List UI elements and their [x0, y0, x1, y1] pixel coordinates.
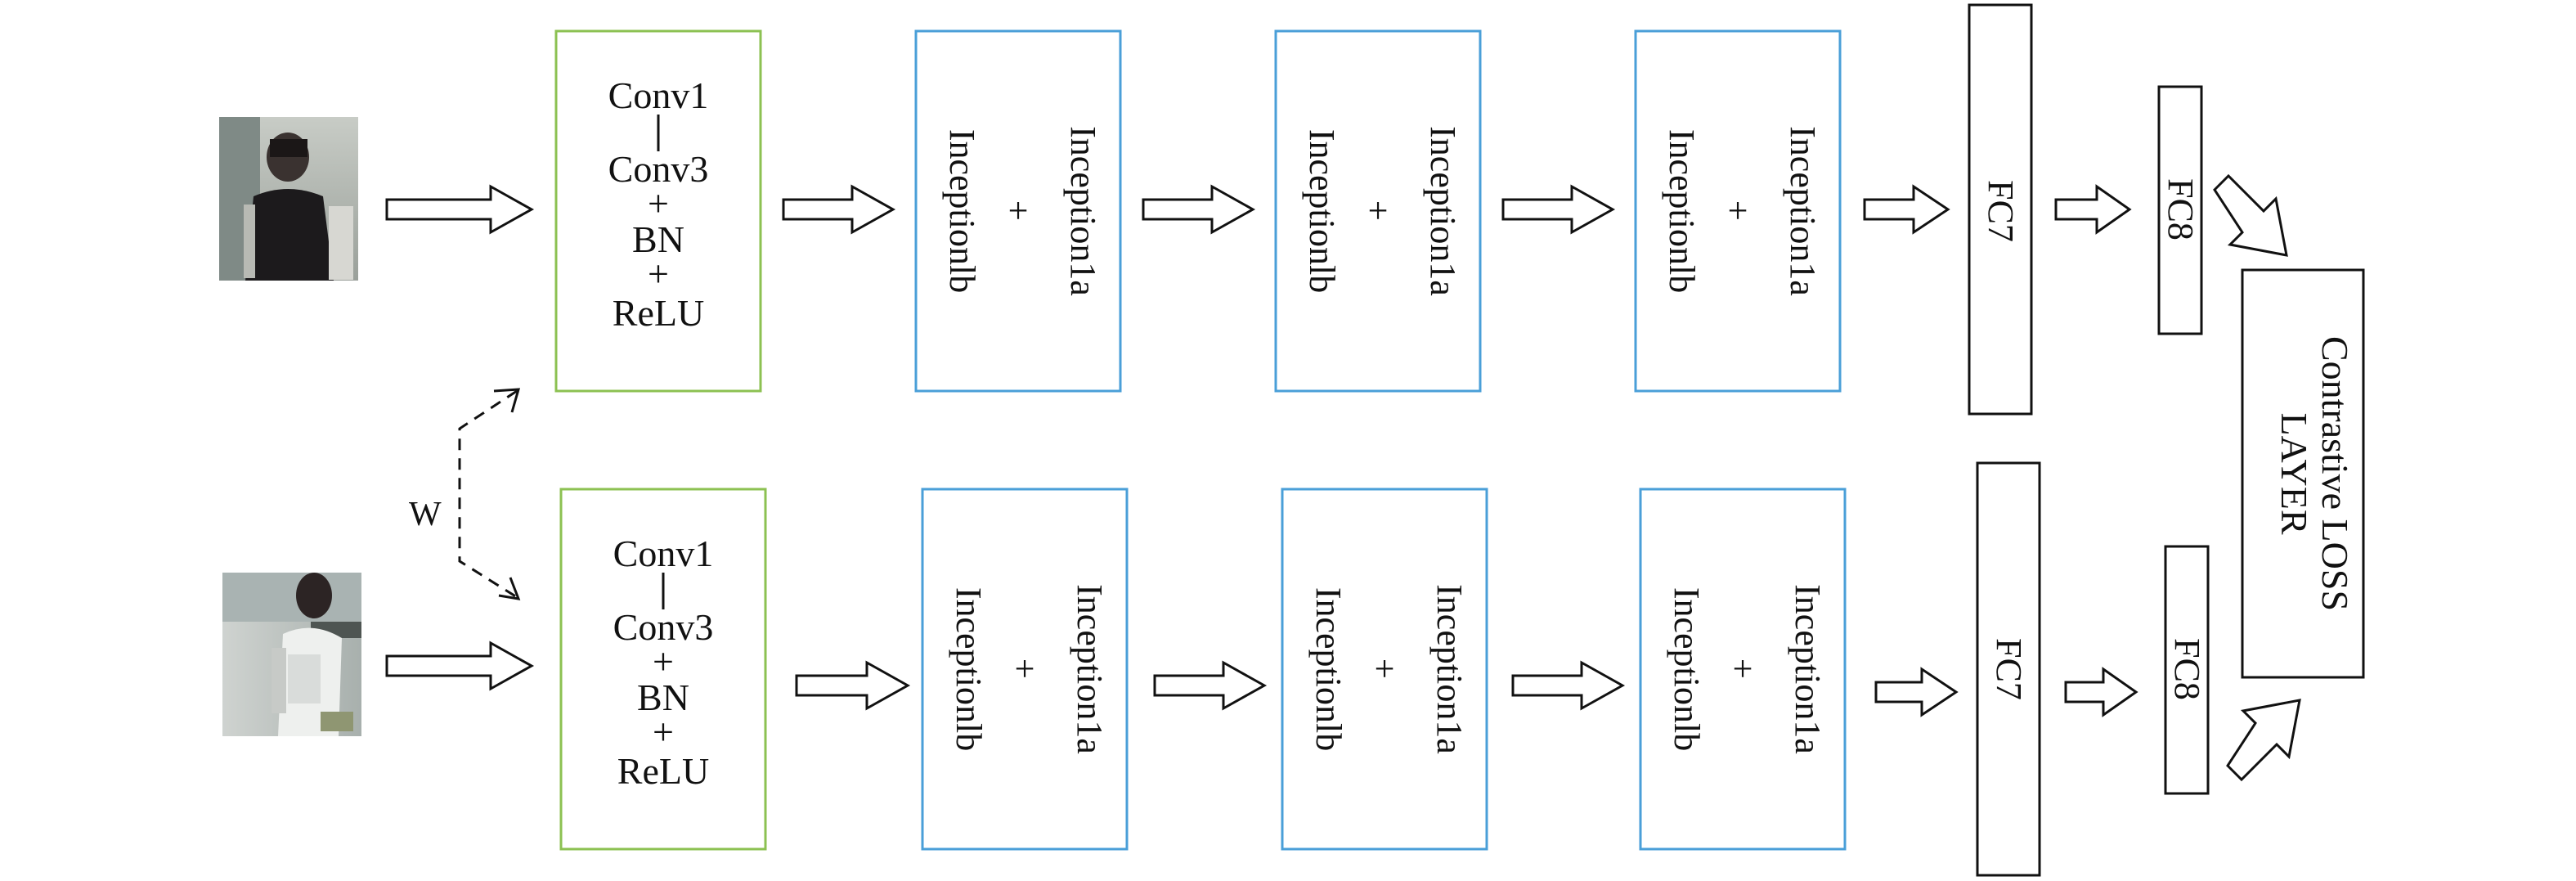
inception-1a-label: Inception1a [1063, 126, 1103, 296]
inception-1b-label: Inceptionlb [1302, 129, 1342, 293]
conv-top-line-3: + [648, 182, 669, 224]
fc8-label: FC8 [2167, 638, 2207, 700]
conv-bottom-line-6: ReLU [617, 750, 709, 792]
inception-1a-label: Inception1a [1429, 584, 1470, 754]
inception-plus: + [1375, 649, 1395, 689]
inception-1a-label: Inception1a [1783, 126, 1823, 296]
inception-1b-label: Inceptionlb [942, 129, 982, 293]
inception-block-bottom-2: Inception1a + Inceptionlb [1281, 488, 1488, 851]
fc8-block-top: FC8 [2157, 85, 2203, 335]
fc8-label: FC8 [2161, 178, 2201, 240]
inception-1b-label: Inceptionlb [1308, 587, 1349, 751]
conv-bottom-line-2: Conv3 [613, 606, 714, 648]
shared-weights-connector: W [409, 388, 521, 600]
arrow-image-to-conv-top [385, 184, 535, 235]
arrow-fc8-bottom-to-loss [2226, 699, 2301, 782]
fc7-label: FC7 [1981, 180, 2021, 242]
inception-1a-label: Inception1a [1070, 584, 1110, 754]
conv-bottom-line-1: Conv1 [613, 533, 714, 574]
conv-block-bottom: Conv1 Conv3 + BN + ReLU [559, 488, 767, 851]
inception-block-top-2: Inception1a + Inceptionlb [1274, 29, 1482, 393]
conv-bottom-line-4: BN [637, 676, 689, 718]
conv-top-line-6: ReLU [613, 292, 704, 334]
inception-plus: + [1728, 191, 1748, 231]
inception-1a-label: Inception1a [1788, 584, 1828, 754]
conv-block-top: Conv1 Conv3 + BN + ReLU [554, 29, 762, 393]
arrow-image-to-conv-bottom [385, 641, 535, 691]
weight-label: W [409, 496, 442, 533]
arrow-inception-2-to-3-bottom [1511, 660, 1626, 711]
inception-block-top-3: Inception1a + Inceptionlb [1634, 29, 1842, 393]
fc7-block-top: FC7 [1968, 3, 2033, 416]
arrow-conv-to-inception-bottom [795, 660, 911, 711]
arrow-inception-1-to-2-bottom [1153, 660, 1268, 711]
inception-1b-label: Inceptionlb [1667, 587, 1707, 751]
conv-top-line-4: BN [632, 218, 684, 260]
loss-label-line-1: Contrastive LOSS [2314, 336, 2356, 611]
arrow-inception-1-to-2-top [1142, 184, 1256, 235]
inception-block-bottom-1: Inception1a + Inceptionlb [921, 488, 1129, 851]
conv-top-line-5: + [648, 253, 669, 294]
arrow-conv-to-inception-top [782, 184, 896, 235]
inception-1b-label: Inceptionlb [949, 587, 989, 751]
arrow-inception-to-fc7-bottom [1874, 667, 1959, 717]
inception-block-top-1: Inception1a + Inceptionlb [914, 29, 1122, 393]
inception-block-bottom-3: Inception1a + Inceptionlb [1639, 488, 1847, 851]
contrastive-loss-layer: Contrastive LOSS LAYER [2241, 268, 2365, 679]
input-image-top [219, 117, 358, 281]
fc7-label: FC7 [1989, 638, 2029, 700]
inception-1a-label: Inception1a [1423, 126, 1463, 296]
inception-1b-label: Inceptionlb [1662, 129, 1702, 293]
arrow-inception-to-fc7-top [1863, 184, 1950, 235]
conv-top-line-1: Conv1 [608, 74, 709, 116]
inception-plus: + [1015, 649, 1035, 689]
fc8-block-bottom: FC8 [2164, 545, 2210, 795]
arrow-fc7-to-fc8-top [2054, 184, 2132, 235]
conv-bottom-line-3: + [653, 641, 674, 682]
loss-label-line-2: LAYER [2273, 412, 2315, 534]
inception-plus: + [1008, 191, 1029, 231]
conv-bottom-line-5: + [653, 711, 674, 753]
arrow-fc8-top-to-loss [2213, 173, 2288, 257]
inception-plus: + [1368, 191, 1389, 231]
arrow-fc7-to-fc8-bottom [2064, 667, 2138, 717]
input-image-bottom [222, 573, 361, 736]
fc7-block-bottom: FC7 [1976, 461, 2041, 877]
conv-top-line-2: Conv3 [608, 148, 709, 190]
inception-plus: + [1733, 649, 1753, 689]
arrow-inception-2-to-3-top [1501, 184, 1616, 235]
